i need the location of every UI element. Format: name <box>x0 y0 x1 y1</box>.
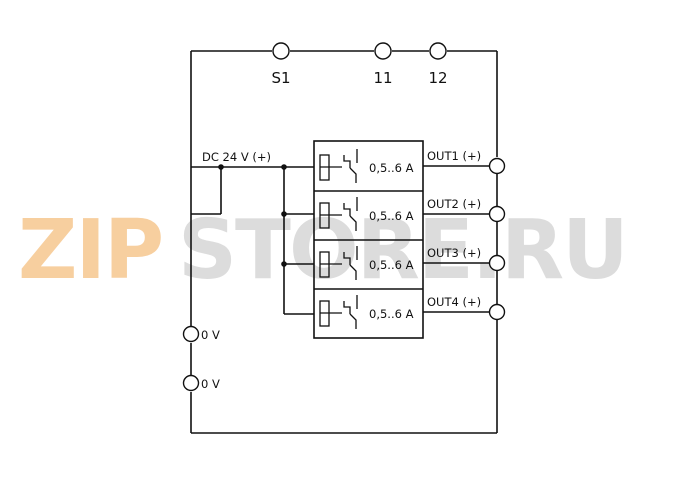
outer-frame <box>190 50 498 434</box>
rating-label-3: 0,5..6 A <box>369 258 414 272</box>
rating-label-1: 0,5..6 A <box>369 161 414 175</box>
channel-1: 0,5..6 A OUT1 (+) <box>319 149 506 183</box>
fuse-switch-icon <box>319 149 358 183</box>
channel-4: 0,5..6 A OUT4 (+) <box>319 295 506 329</box>
output-label-4: OUT4 (+) <box>427 295 481 309</box>
terminal-label-12: 12 <box>428 69 447 87</box>
terminal-label-11: 11 <box>373 69 392 87</box>
terminal-12 <box>429 42 447 60</box>
watermark: ZIP STORE.RU <box>18 203 629 298</box>
module-block <box>313 140 424 339</box>
terminal-label-s1: S1 <box>271 69 290 87</box>
channel-2: 0,5..6 A OUT2 (+) <box>319 197 506 231</box>
ground-label-2: 0 V <box>201 377 220 391</box>
ground-label-1: 0 V <box>201 328 220 342</box>
supply-wiring: DC 24 V (+) <box>191 150 314 315</box>
terminal-out2 <box>488 205 506 223</box>
top-terminals: S1 11 12 <box>271 42 448 87</box>
output-label-1: OUT1 (+) <box>427 149 481 163</box>
output-label-2: OUT2 (+) <box>427 197 481 211</box>
terminal-out3 <box>488 254 506 272</box>
terminal-out4 <box>488 303 506 321</box>
watermark-store: STORE.RU <box>178 203 627 298</box>
output-label-3: OUT3 (+) <box>427 246 481 260</box>
terminal-s1 <box>272 42 290 60</box>
fuse-switch-icon <box>319 197 358 231</box>
channel-3: 0,5..6 A OUT3 (+) <box>319 246 506 280</box>
rating-label-4: 0,5..6 A <box>369 307 414 321</box>
supply-label: DC 24 V (+) <box>202 150 271 164</box>
watermark-zip: ZIP <box>18 203 162 298</box>
terminal-0v-2 <box>182 374 200 392</box>
ground-terminals: 0 V 0 V <box>182 325 220 392</box>
fuse-switch-icon <box>319 295 358 329</box>
rating-label-2: 0,5..6 A <box>369 209 414 223</box>
fuse-switch-icon <box>319 246 358 280</box>
terminal-0v-1 <box>182 325 200 343</box>
terminal-out1 <box>488 157 506 175</box>
terminal-11 <box>374 42 392 60</box>
